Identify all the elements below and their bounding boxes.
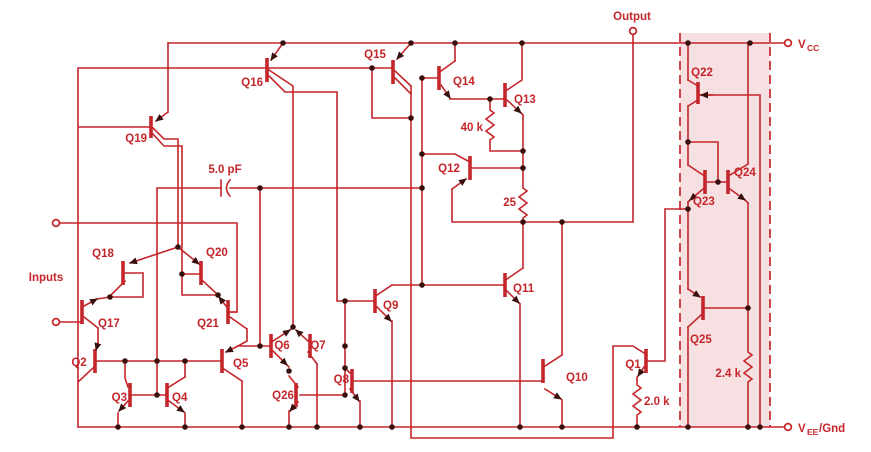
transistor-q7: [294, 328, 319, 366]
label-q5: Q5: [233, 358, 249, 370]
transistor-q18: [109, 245, 180, 297]
label-vcc-sub: CC: [807, 43, 819, 53]
label-q16: Q16: [241, 77, 263, 89]
transistor-q13: [503, 78, 525, 117]
label-q25: Q25: [690, 334, 712, 346]
transistor-q20: [176, 245, 219, 296]
transistor-q5: [220, 344, 244, 383]
transistor-q22-jfet: [686, 78, 713, 108]
circuit-wires: [59, 34, 785, 439]
label-q8: Q8: [334, 374, 350, 386]
label-vcc: V: [798, 39, 806, 51]
transistor-q21: [217, 295, 249, 331]
comp-cap: [220, 178, 232, 198]
label-q9: Q9: [383, 300, 398, 312]
label-q1: Q1: [625, 359, 641, 371]
label-output: Output: [613, 11, 651, 23]
output-stage-dashed-border: [679, 33, 771, 427]
transistors: [76, 41, 750, 414]
label-vee-suffix: /Gnd: [819, 423, 845, 435]
emitter-returns: [117, 303, 521, 428]
output-terminal: [628, 26, 638, 36]
label-inputs: Inputs: [29, 272, 64, 284]
supply-rails: [77, 42, 785, 428]
vcc-terminal: [783, 38, 793, 48]
label-q22: Q22: [691, 67, 713, 79]
label-q6: Q6: [274, 340, 289, 352]
label-q24: Q24: [734, 167, 756, 179]
label-q20: Q20: [206, 247, 228, 259]
label-q3: Q3: [112, 392, 127, 404]
transistor-q14: [437, 59, 457, 100]
transistor-q16: [265, 41, 285, 82]
label-q21: Q21: [197, 318, 219, 330]
label-r2p4k: 2.4 k: [715, 368, 741, 380]
transistor-q10: [541, 353, 564, 401]
transistor-q26: [287, 374, 300, 413]
transistor-q24: [726, 162, 750, 205]
label-q14: Q14: [453, 76, 475, 88]
label-q2: Q2: [71, 357, 86, 369]
vee-terminal: [783, 422, 793, 432]
label-q10: Q10: [566, 372, 588, 384]
label-q18: Q18: [92, 248, 114, 260]
transistor-q9: [373, 283, 394, 323]
label-q7: Q7: [310, 340, 325, 352]
transistor-q12: [421, 153, 472, 191]
transistor-q3: [117, 376, 132, 413]
transistor-q11: [503, 266, 525, 306]
label-cap: 5.0 pF: [208, 164, 241, 176]
input1-terminal: [51, 218, 61, 228]
transistor-q15: [391, 41, 413, 96]
label-q13: Q13: [514, 94, 536, 106]
transistor-q4: [165, 375, 187, 414]
label-q26: Q26: [272, 390, 294, 402]
input-wires: [59, 222, 238, 323]
label-q12: Q12: [438, 163, 460, 175]
transistor-q23: [686, 163, 707, 204]
label-q17: Q17: [98, 318, 120, 330]
label-q19: Q19: [125, 133, 147, 145]
output-stage-highlight: [680, 33, 770, 427]
label-r25: 25: [503, 197, 516, 209]
transistor-q2: [76, 342, 102, 384]
labels: Output Inputs V CC V EE /Gnd 5.0 pF 40 k…: [29, 11, 845, 437]
label-q15: Q15: [364, 49, 386, 61]
label-q23: Q23: [693, 196, 715, 208]
input2-terminal: [51, 317, 61, 327]
junction-dots: [107, 40, 763, 430]
label-q11: Q11: [513, 283, 535, 295]
label-r2k: 2.0 k: [644, 396, 670, 408]
transistor-q1: [636, 349, 648, 378]
transistor-q19: [149, 110, 170, 138]
transistor-q25: [686, 287, 705, 329]
label-r40k: 40 k: [461, 122, 484, 134]
label-vee: V: [798, 423, 806, 435]
q1-bias-leg: [631, 208, 689, 428]
label-vee-sub: EE: [807, 427, 819, 437]
label-q4: Q4: [172, 392, 188, 404]
